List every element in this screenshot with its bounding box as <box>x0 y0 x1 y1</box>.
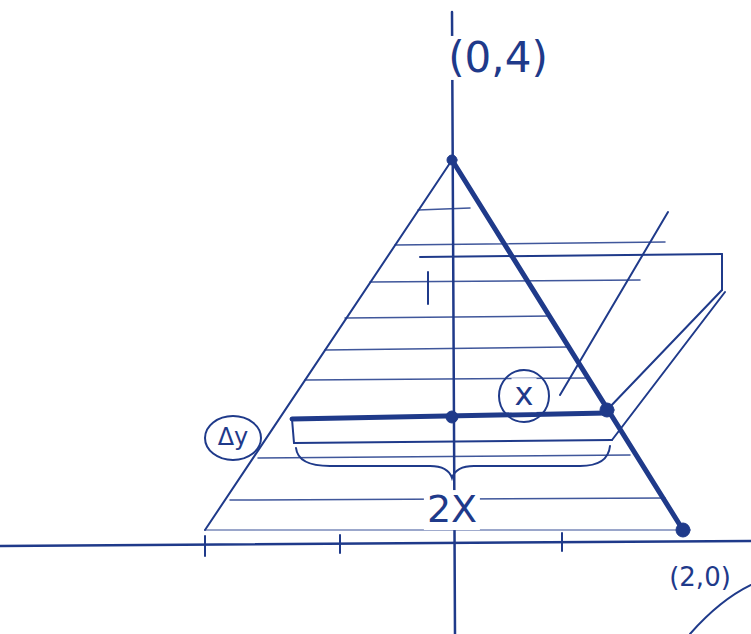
sketch-label: Δy <box>215 425 252 450</box>
sketch-label: x <box>512 378 537 412</box>
corner-arc <box>690 585 751 634</box>
label-circle <box>205 416 261 460</box>
sketch-label: 2X <box>424 490 480 530</box>
x-axis <box>0 541 751 546</box>
hatching <box>230 208 665 500</box>
right-edge <box>452 160 683 530</box>
base-point <box>676 523 690 537</box>
sketch-label: (0,4) <box>445 36 551 80</box>
slab-perspective <box>420 212 725 440</box>
label-circle <box>499 370 549 422</box>
apex-point <box>447 155 457 165</box>
tick-marks <box>205 533 562 556</box>
left-edge <box>205 160 452 530</box>
width-brace <box>296 446 610 478</box>
center-point <box>446 411 458 423</box>
y-axis <box>452 12 455 634</box>
slab-bottom <box>294 440 612 443</box>
sketch-label: (2,0) <box>666 564 734 591</box>
slab-end <box>292 419 294 443</box>
